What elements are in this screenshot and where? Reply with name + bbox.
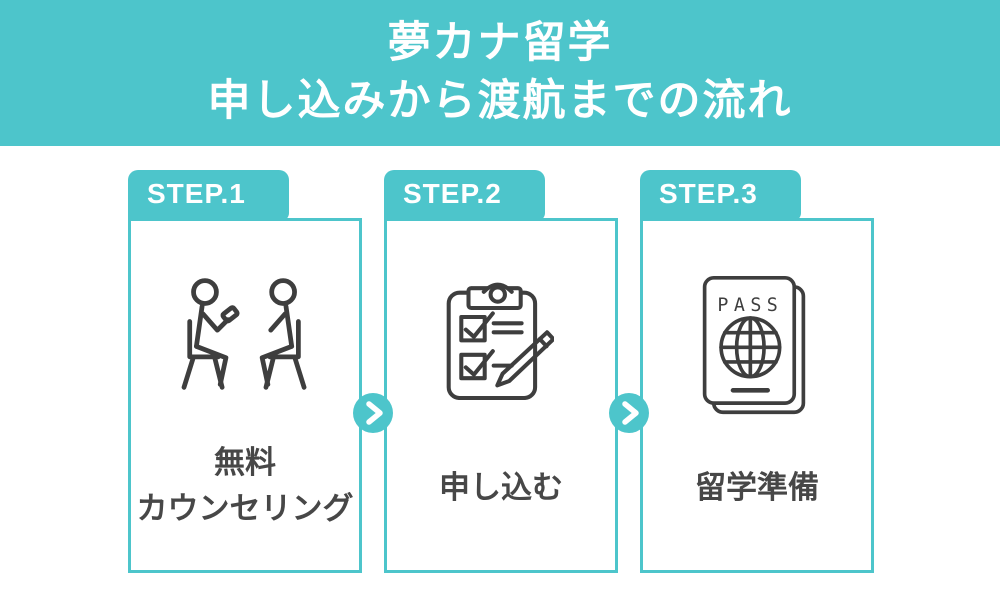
header-title-line1: 夢カナ留学 — [387, 19, 613, 67]
step-tab-2: STEP.2 — [384, 170, 545, 221]
step-caption-3-line1: 留学準備 — [695, 470, 819, 505]
header-title-line2: 申し込みから渡航までの流れ — [207, 77, 793, 125]
passport-icon: PASS — [702, 276, 806, 415]
chevron-right-icon — [366, 401, 383, 425]
step-caption-3: 留学準備 — [640, 465, 874, 511]
step-tab-1: STEP.1 — [128, 170, 289, 221]
step-tab-2-label: STEP.2 — [403, 178, 502, 209]
chevron-right-icon — [622, 401, 639, 425]
step-tab-1-label: STEP.1 — [147, 178, 246, 209]
step-card-2 — [384, 218, 618, 573]
header-banner: 夢カナ留学 申し込みから渡航までの流れ — [0, 0, 1000, 146]
step-caption-2: 申し込む — [384, 465, 618, 511]
counseling-icon — [181, 278, 307, 390]
step-caption-2-line1: 申し込む — [439, 470, 563, 505]
step-caption-1-line1: 無料 — [214, 445, 276, 480]
passport-cover-text: PASS — [717, 295, 783, 316]
step-arrow-2 — [609, 393, 649, 433]
step-arrow-1 — [353, 393, 393, 433]
step-caption-1: 無料 カウンセリング — [128, 440, 362, 532]
step-card-1 — [128, 218, 362, 573]
step-caption-1-line2: カウンセリング — [136, 491, 354, 526]
step-tab-3: STEP.3 — [640, 170, 801, 221]
step-tab-3-label: STEP.3 — [659, 178, 758, 209]
application-clipboard-icon — [446, 282, 554, 400]
